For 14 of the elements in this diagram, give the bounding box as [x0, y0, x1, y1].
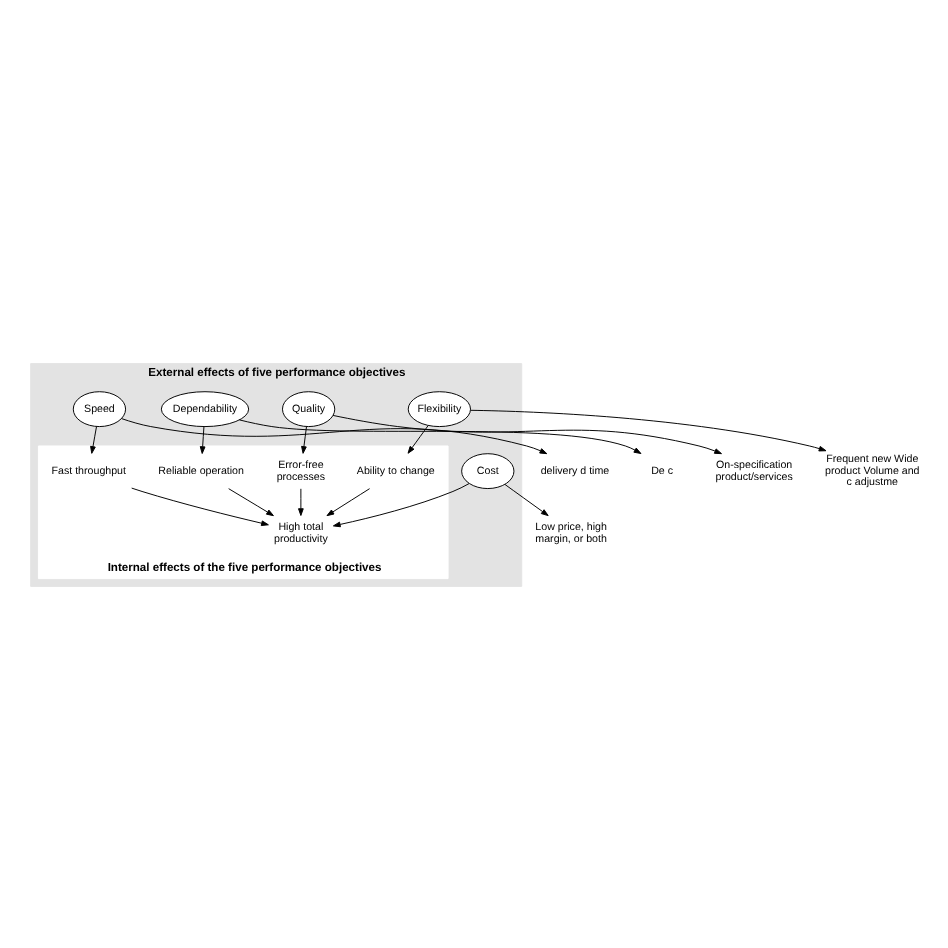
- arrow: [238, 418, 642, 453]
- arrow: [298, 487, 304, 515]
- arrow: [504, 483, 549, 516]
- arrow: [131, 486, 269, 526]
- arrow: [326, 487, 371, 516]
- arrow: [407, 424, 429, 453]
- arrow: [301, 425, 307, 453]
- arrow: [90, 425, 97, 453]
- arrow: [332, 413, 722, 454]
- arrow: [121, 417, 548, 454]
- arrow: [332, 482, 470, 527]
- arrow: [228, 487, 274, 516]
- arrow: [199, 425, 206, 453]
- arrow: [470, 408, 827, 451]
